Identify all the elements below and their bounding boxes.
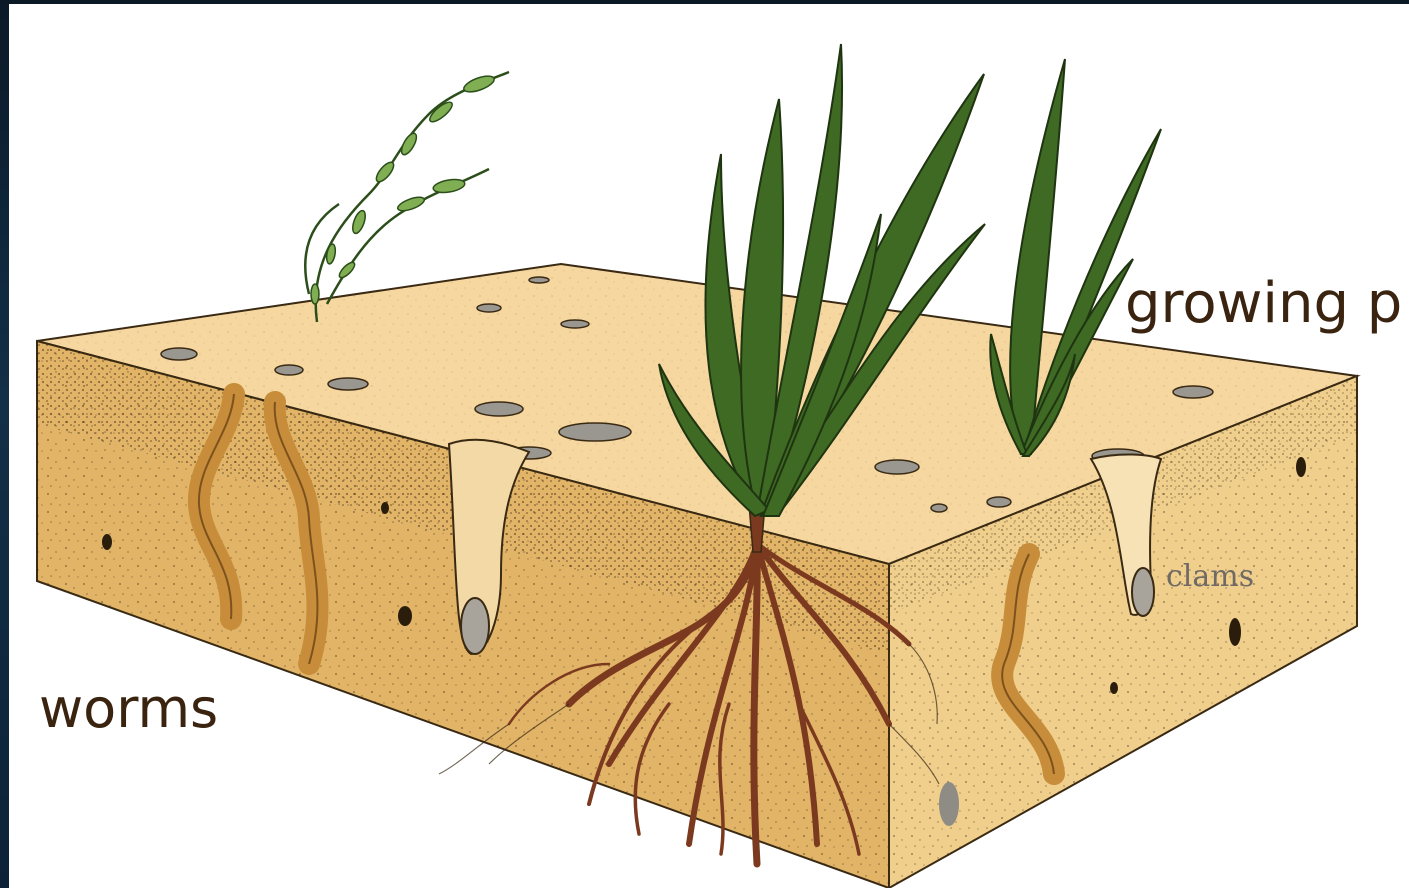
label-clams: clams <box>1166 562 1254 592</box>
label-worms: worms <box>39 682 218 736</box>
illustration-canvas: growing p worms clams <box>9 4 1409 888</box>
label-growing-plants: growing p <box>1125 276 1402 332</box>
seagrass-sediment-diagram <box>9 4 1409 888</box>
